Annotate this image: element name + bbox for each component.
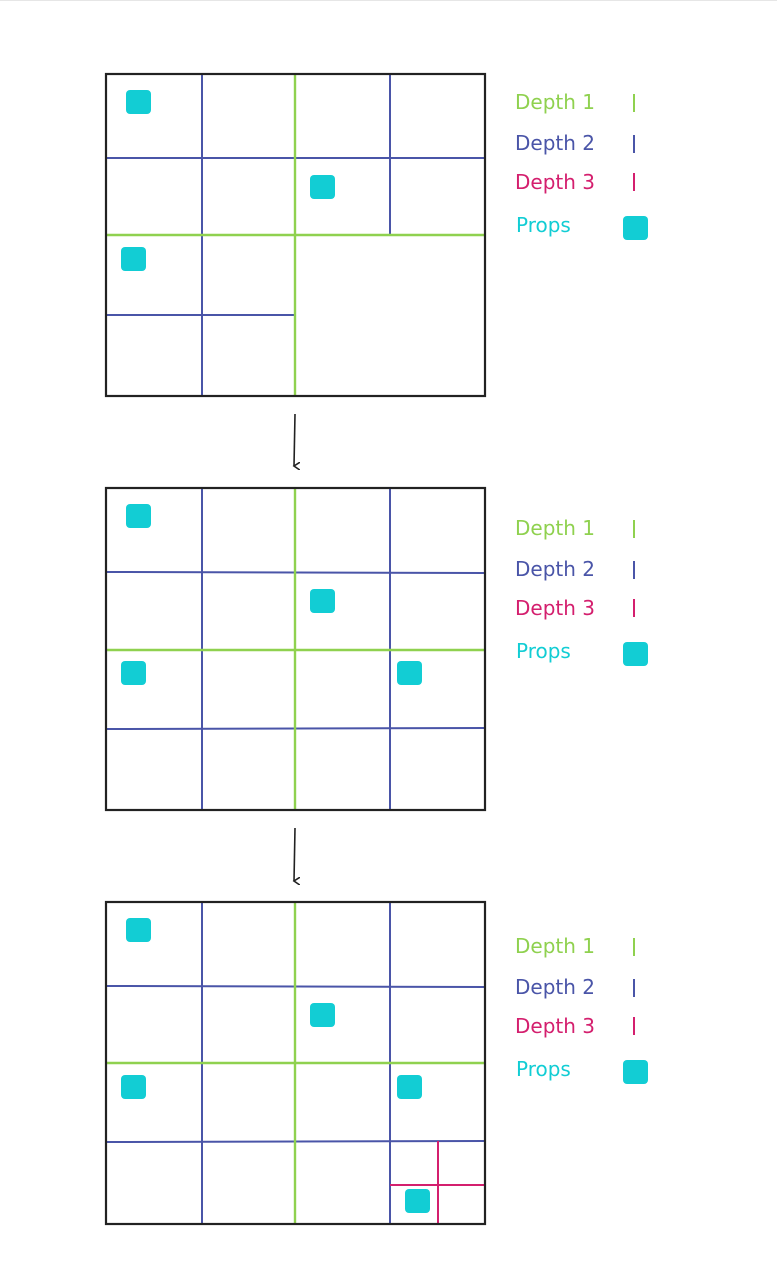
prop-square <box>405 1189 430 1213</box>
legend-marker-props <box>623 216 648 240</box>
panel-step-2 <box>104 486 487 812</box>
legend-2: Depth 1 Depth 2 Depth 3 Props <box>515 516 648 666</box>
legend-marker-props <box>623 1060 648 1084</box>
prop-square <box>126 504 151 528</box>
prop-square <box>397 1075 422 1099</box>
legend-label-props: Props <box>516 1057 571 1081</box>
grid-border <box>104 900 487 1226</box>
legend-marker-props <box>623 642 648 666</box>
panel-step-3 <box>104 900 487 1226</box>
prop-square <box>310 1003 335 1027</box>
legend-label-depth-1: Depth 1 <box>515 934 595 958</box>
prop-square <box>310 175 335 199</box>
prop-square <box>126 90 151 114</box>
prop-square <box>121 1075 146 1099</box>
legend-label-depth-3: Depth 3 <box>515 1014 595 1038</box>
step-arrow <box>294 413 295 466</box>
top-divider <box>0 0 777 1</box>
prop-square <box>397 661 422 685</box>
grid-border <box>104 486 487 812</box>
legend-label-depth-1: Depth 1 <box>515 90 595 114</box>
prop-square <box>310 589 335 613</box>
legend-label-props: Props <box>516 639 571 663</box>
legend-label-props: Props <box>516 213 571 237</box>
legend-label-depth-2: Depth 2 <box>515 975 595 999</box>
legend-label-depth-3: Depth 3 <box>515 596 595 620</box>
prop-square <box>121 661 146 685</box>
legend-1: Depth 1 Depth 2 Depth 3 Props <box>515 90 648 240</box>
prop-square <box>126 918 151 942</box>
step-arrow <box>294 827 295 881</box>
legend-label-depth-2: Depth 2 <box>515 557 595 581</box>
legend-label-depth-2: Depth 2 <box>515 131 595 155</box>
legend-3: Depth 1 Depth 2 Depth 3 Props <box>515 934 648 1084</box>
grid-border <box>104 72 487 398</box>
legend-label-depth-1: Depth 1 <box>515 516 595 540</box>
legend-label-depth-3: Depth 3 <box>515 170 595 194</box>
panel-step-1 <box>104 72 487 398</box>
prop-square <box>121 247 146 271</box>
